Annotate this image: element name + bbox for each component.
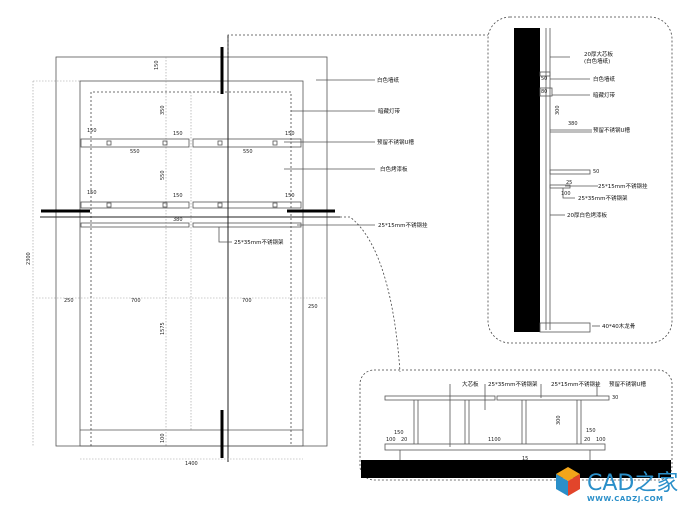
dim-150: 150 [586,428,596,434]
dim-150: 150 [173,193,183,199]
wall-fill [361,460,671,478]
dim-50: 50 [593,169,599,175]
shelf-row-1 [80,138,302,148]
cad-cube-logo [556,467,580,496]
dim-700: 700 [242,298,252,304]
dim-700: 700 [131,298,141,304]
dim-550: 550 [160,170,166,180]
callout-leader-section [227,34,488,60]
dim-shelf-a: 550 [130,149,140,155]
plan-detail: 大芯板 25*35mm不锈钢架 25*15mm不锈钢挂 预留不锈钢U槽 150 … [359,369,673,481]
dim-20: 20 [584,437,590,443]
wall-fill [514,28,540,332]
dim-100: 100 [596,437,606,443]
label-keel: 40*40木龙骨 [602,322,636,330]
dim-lower: 1575 [160,322,166,335]
shelf-row-2 [80,201,302,209]
dim-150: 150 [285,131,295,137]
watermark: CAD之家 WWW.CADZJ.COM [556,467,678,503]
dim-gap: 380 [173,217,183,223]
dim-25: 25 [566,180,572,186]
label-bar: 25*15mm不锈钢挂 [598,182,648,190]
dim-height: 2300 [26,252,32,265]
label-core-board: 20厚大芯板 [584,50,613,58]
dim-150: 150 [173,131,183,137]
dim-30: 30 [612,395,618,401]
label-paint-board: 白色烤漆板 [380,165,408,173]
dim-80: 80 [541,89,547,95]
label-bracket: 25*35mm不锈钢架 [234,238,284,246]
dim-150: 150 [285,193,295,199]
front-elevation: 2300 150 350 550 1575 100 550 550 150 15… [26,34,488,467]
plan-frame [359,369,673,481]
dim-left: 250 [64,298,74,304]
dim-1100: 1100 [488,437,501,443]
dim-right: 250 [308,304,318,310]
label-u-groove: 预留不锈钢U槽 [609,380,647,388]
inner-frame [79,80,304,447]
label-bracket: 25*35mm不锈钢架 [488,380,538,388]
dim-shelf-b: 550 [243,149,253,155]
callout-leader-plan [340,216,401,373]
label-wallpaper: 白色墙纸 [377,76,400,84]
label-bracket: 25*35mm不锈钢架 [578,194,628,202]
dim-300: 300 [555,105,561,115]
label-u-groove: 预留不锈钢U槽 [377,138,415,146]
label-paint-board: 20厚白色烤漆板 [567,211,607,219]
label-bar: 25*15mm不锈钢挂 [551,380,601,388]
watermark-brand: CAD之家 [587,471,678,496]
section-detail: 20厚大芯板 (白色墙纸) 白色墙纸 暗藏灯带 预留不锈钢U槽 25*15mm不… [487,16,673,344]
dim-bottom: 100 [160,433,166,443]
label-core-board-sub: (白色墙纸) [584,57,610,65]
dim-100: 100 [561,191,571,197]
dim-width: 1400 [185,461,198,467]
label-u-groove: 预留不锈钢U槽 [593,126,631,134]
detail-frame [487,16,673,344]
label-led: 暗藏灯带 [378,107,401,115]
dim-20: 20 [401,437,407,443]
dim-150: 150 [87,190,97,196]
label-wallpaper: 白色墙纸 [593,75,616,83]
dim-380: 380 [568,121,578,127]
dim-top: 150 [154,60,160,70]
label-core: 大芯板 [462,380,479,388]
dim-15: 15 [522,456,528,462]
label-led: 暗藏灯带 [593,91,616,99]
outer-frame [55,56,328,447]
dim-50: 50 [541,76,547,82]
dim-300: 300 [556,415,562,425]
dim-150: 150 [87,128,97,134]
dim-350: 350 [160,105,166,115]
label-bar: 25*15mm不锈钢挂 [378,221,428,229]
dim-100: 100 [386,437,396,443]
dim-150: 150 [394,430,404,436]
watermark-url: WWW.CADZJ.COM [587,495,664,503]
